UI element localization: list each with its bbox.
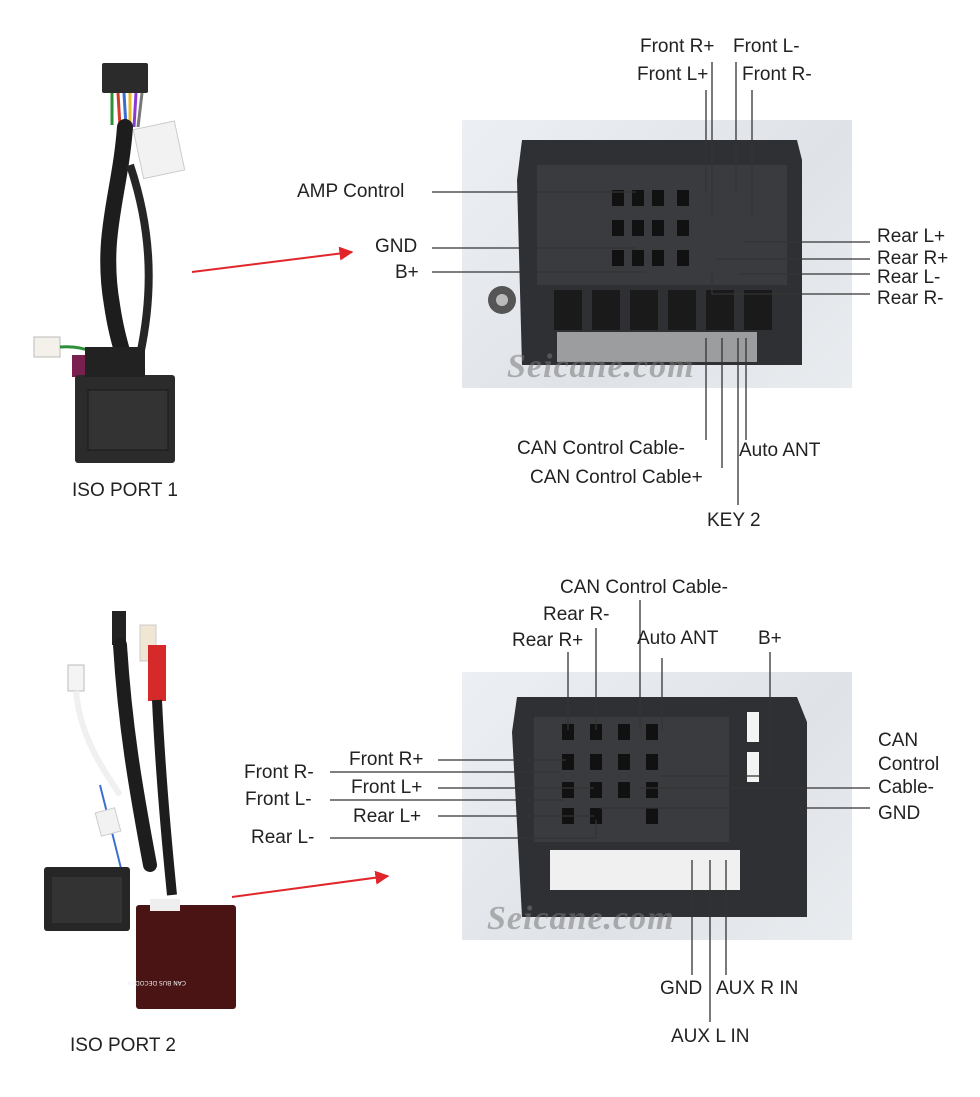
label-amp-control: AMP Control [297, 181, 405, 202]
label-aux-r: AUX R IN [716, 978, 799, 999]
label-auto-ant: Auto ANT [739, 440, 821, 461]
label-can-right-2: Control [878, 754, 940, 775]
label-auto-ant-2: Auto ANT [637, 628, 719, 649]
label-can-minus-top: CAN Control Cable- [560, 577, 728, 598]
label-front-r-plus: Front R+ [640, 36, 715, 57]
port2-caption: ISO PORT 2 [70, 1035, 176, 1056]
label-gnd-right: GND [878, 803, 921, 824]
label-rear-l-plus: Rear L+ [877, 226, 946, 247]
connector-1-photo: Seicane.com [462, 120, 852, 388]
label-front-l-plus: Front L+ [637, 64, 709, 85]
decoder-label: CAN BUS DECODER [127, 979, 186, 986]
harness-1-photo [30, 55, 220, 475]
label-rear-l-minus-2: Rear L- [251, 827, 315, 848]
label-can-right-3: Cable- [878, 777, 934, 798]
label-can-minus: CAN Control Cable- [517, 438, 685, 459]
harness-2-photo: CAN BUS DECODER [40, 605, 260, 1025]
label-front-l-minus: Front L- [733, 36, 800, 57]
label-rear-r-minus-2: Rear R- [543, 604, 610, 625]
label-rear-l-plus-2: Rear L+ [353, 806, 422, 827]
label-rear-r-plus-2: Rear R+ [512, 630, 584, 651]
label-b-plus: B+ [395, 262, 419, 283]
label-can-right-1: CAN [878, 730, 919, 751]
label-front-r-minus-2: Front R- [244, 762, 314, 783]
port1-caption: ISO PORT 1 [72, 480, 178, 501]
label-gnd: GND [375, 236, 418, 257]
label-rear-l-minus: Rear L- [877, 267, 941, 288]
label-front-l-plus-2: Front L+ [351, 777, 423, 798]
label-front-r-minus: Front R- [742, 64, 812, 85]
label-front-l-minus-2: Front L- [245, 789, 312, 810]
label-rear-r-minus: Rear R- [877, 288, 944, 309]
label-aux-l: AUX L IN [671, 1026, 750, 1047]
watermark-1: Seicane.com [507, 348, 695, 385]
label-key2: KEY 2 [707, 510, 761, 531]
label-front-r-plus-2: Front R+ [349, 749, 424, 770]
label-gnd-bottom: GND [660, 978, 703, 999]
connector-2-photo: Seicane.com [462, 672, 852, 940]
label-can-plus: CAN Control Cable+ [530, 467, 703, 488]
label-b-plus-2: B+ [758, 628, 782, 649]
label-rear-r-plus: Rear R+ [877, 248, 949, 269]
watermark-2: Seicane.com [487, 900, 675, 937]
